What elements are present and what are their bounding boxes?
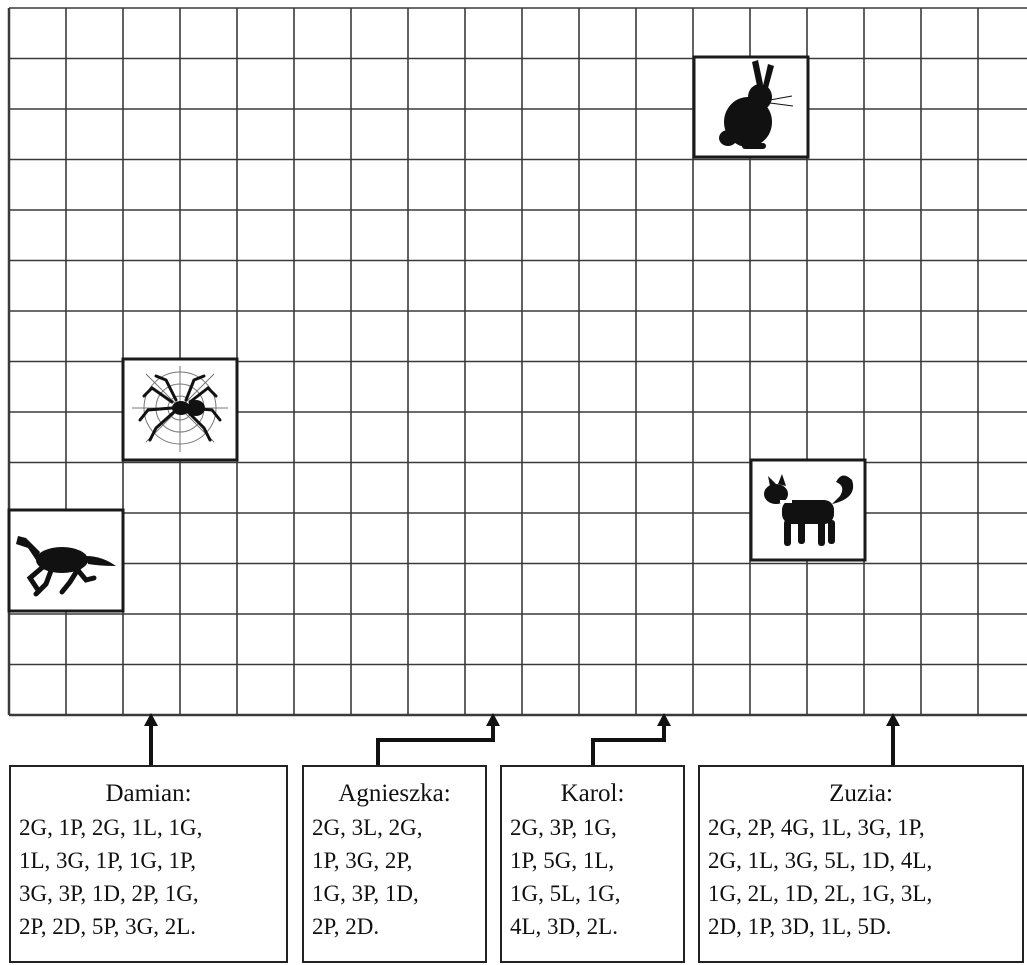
move-list: 2G, 3L, 2G, 1P, 3G, 2P, 1G, 3P, 1D, 2P, … (304, 811, 485, 943)
move-list: 2G, 3P, 1G, 1P, 5G, 1L, 1G, 5L, 1G, 4L, … (502, 811, 683, 943)
instruction-box-zuzia: Zuzia: 2G, 2P, 4G, 1L, 3G, 1P, 2G, 1L, 3… (698, 765, 1024, 963)
instruction-box-damian: Damian: 2G, 1P, 2G, 1L, 1G, 1L, 3G, 1P, … (9, 765, 288, 963)
child-name: Karol: (502, 777, 683, 811)
arrow-zuzia (886, 713, 900, 765)
arrow-agnieszka (378, 713, 500, 765)
arrow-damian (144, 713, 158, 765)
move-list: 2G, 2P, 4G, 1L, 3G, 1P, 2G, 1L, 3G, 5L, … (700, 811, 1022, 943)
arrow-karol (593, 713, 671, 765)
instruction-box-agnieszka: Agnieszka: 2G, 3L, 2G, 1P, 3G, 2P, 1G, 3… (302, 765, 487, 963)
grid-board (0, 0, 1027, 765)
instruction-box-karol: Karol: 2G, 3P, 1G, 1P, 5G, 1L, 1G, 5L, 1… (500, 765, 685, 963)
child-name: Damian: (11, 777, 286, 811)
child-name: Zuzia: (700, 777, 1022, 811)
child-name: Agnieszka: (304, 777, 485, 811)
move-list: 2G, 1P, 2G, 1L, 1G, 1L, 3G, 1P, 1G, 1P, … (11, 811, 286, 943)
